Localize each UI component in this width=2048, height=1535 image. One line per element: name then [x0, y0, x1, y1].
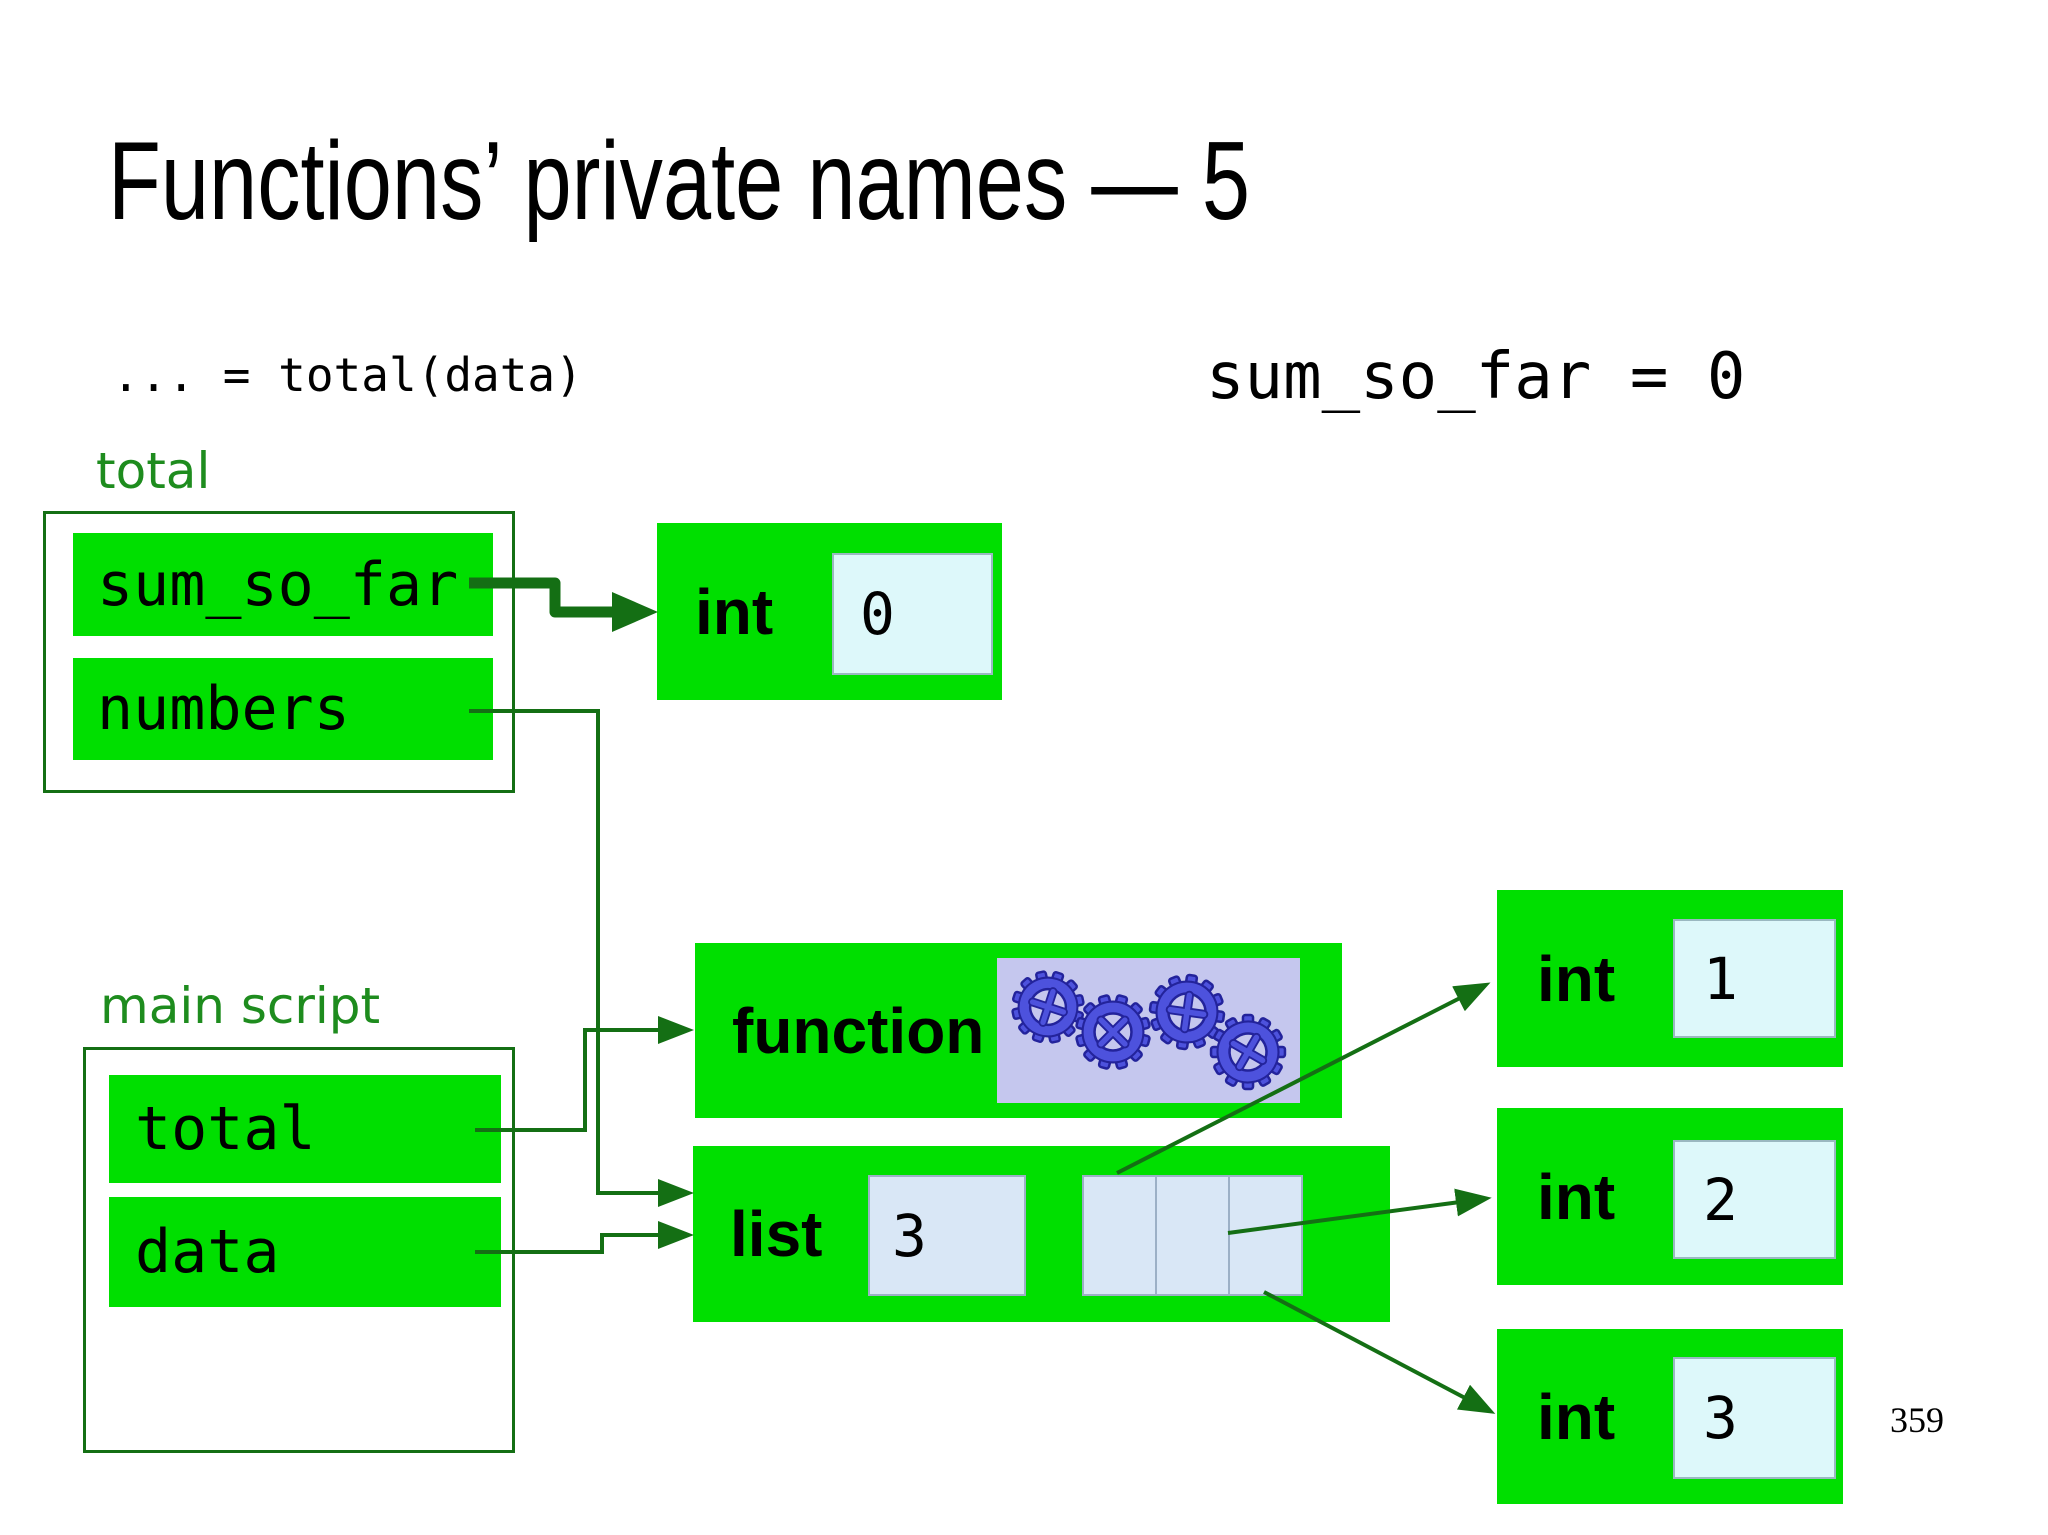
variable-name: numbers: [97, 674, 350, 744]
type-label: int: [1537, 942, 1616, 1015]
int-value: 0: [860, 580, 895, 648]
int-value: 2: [1703, 1165, 1738, 1234]
object-int-3: int 3: [1497, 1329, 1843, 1504]
variable-name: data: [135, 1217, 280, 1287]
gears-icon: [997, 958, 1300, 1103]
object-int-1: int 1: [1497, 890, 1843, 1067]
object-list: list 3: [693, 1146, 1390, 1322]
object-int-0: int 0: [657, 523, 1002, 700]
slide-title: Functions’ private names — 5: [108, 119, 1251, 243]
code-assignment-statement: sum_so_far = 0: [1206, 340, 1746, 414]
list-length: 3: [892, 1201, 927, 1270]
int-0-value-box: 0: [832, 553, 993, 675]
type-label: list: [730, 1198, 823, 1270]
list-cell-1: [1084, 1177, 1157, 1294]
code-call-statement: ... = total(data): [112, 348, 583, 402]
arrowhead-sum-so-far: [612, 592, 658, 632]
type-label: int: [695, 575, 774, 648]
type-label: function: [732, 994, 985, 1067]
object-function: function: [695, 943, 1342, 1118]
int-value: 1: [1703, 944, 1738, 1013]
variable-data: data: [109, 1197, 501, 1307]
object-int-2: int 2: [1497, 1108, 1843, 1285]
int-value: 3: [1703, 1384, 1738, 1452]
variable-total: total: [109, 1075, 501, 1183]
variable-sum-so-far: sum_so_far: [73, 533, 493, 636]
list-cell-2: [1157, 1177, 1230, 1294]
variable-name: sum_so_far: [97, 549, 459, 620]
variable-numbers: numbers: [73, 658, 493, 760]
type-label: int: [1537, 1160, 1616, 1233]
page-number: 359: [1890, 1400, 1944, 1440]
int-1-value-box: 1: [1673, 919, 1836, 1038]
stack-frame-total: [43, 511, 515, 793]
int-2-value-box: 2: [1673, 1140, 1836, 1259]
list-length-box: 3: [868, 1175, 1026, 1296]
list-cell-3: [1230, 1177, 1301, 1294]
int-3-value-box: 3: [1673, 1357, 1836, 1479]
frame-label-main-script: main script: [100, 977, 381, 1035]
frame-label-total: total: [96, 442, 211, 500]
gears-graphic: [997, 958, 1300, 1103]
type-label: int: [1537, 1380, 1616, 1453]
list-cells: [1082, 1175, 1303, 1296]
variable-name: total: [135, 1094, 316, 1164]
